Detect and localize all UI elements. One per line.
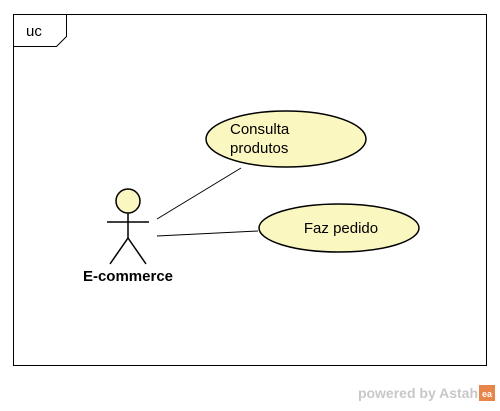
actor-label: E-commerce: [83, 268, 173, 285]
association-faz-pedido: [156, 230, 259, 237]
use-case-label: Faz pedido: [304, 220, 378, 237]
actor-right-leg: [127, 237, 147, 265]
diagram-frame: [13, 14, 487, 366]
actor-left-leg: [109, 237, 129, 265]
astah-logo-letters: ea: [482, 389, 493, 399]
use-case-ellipse: [258, 203, 420, 253]
association-consulta-produtos: [156, 167, 242, 220]
actor-head: [115, 188, 141, 214]
use-case-consulta-produtos[interactable]: Consulta produtos: [205, 110, 367, 168]
use-case-label-line1: Consulta: [230, 121, 290, 138]
use-case-label-line2: produtos: [230, 140, 288, 157]
powered-by-watermark: powered by Astah: [358, 385, 478, 401]
actor-e-commerce[interactable]: E-commerce: [83, 188, 173, 285]
use-case-faz-pedido[interactable]: Faz pedido: [258, 203, 420, 253]
frame-label-tab: [13, 14, 67, 47]
frame-label: uc: [26, 23, 42, 40]
astah-logo: ea: [479, 385, 495, 401]
use-case-ellipse: [205, 110, 367, 168]
